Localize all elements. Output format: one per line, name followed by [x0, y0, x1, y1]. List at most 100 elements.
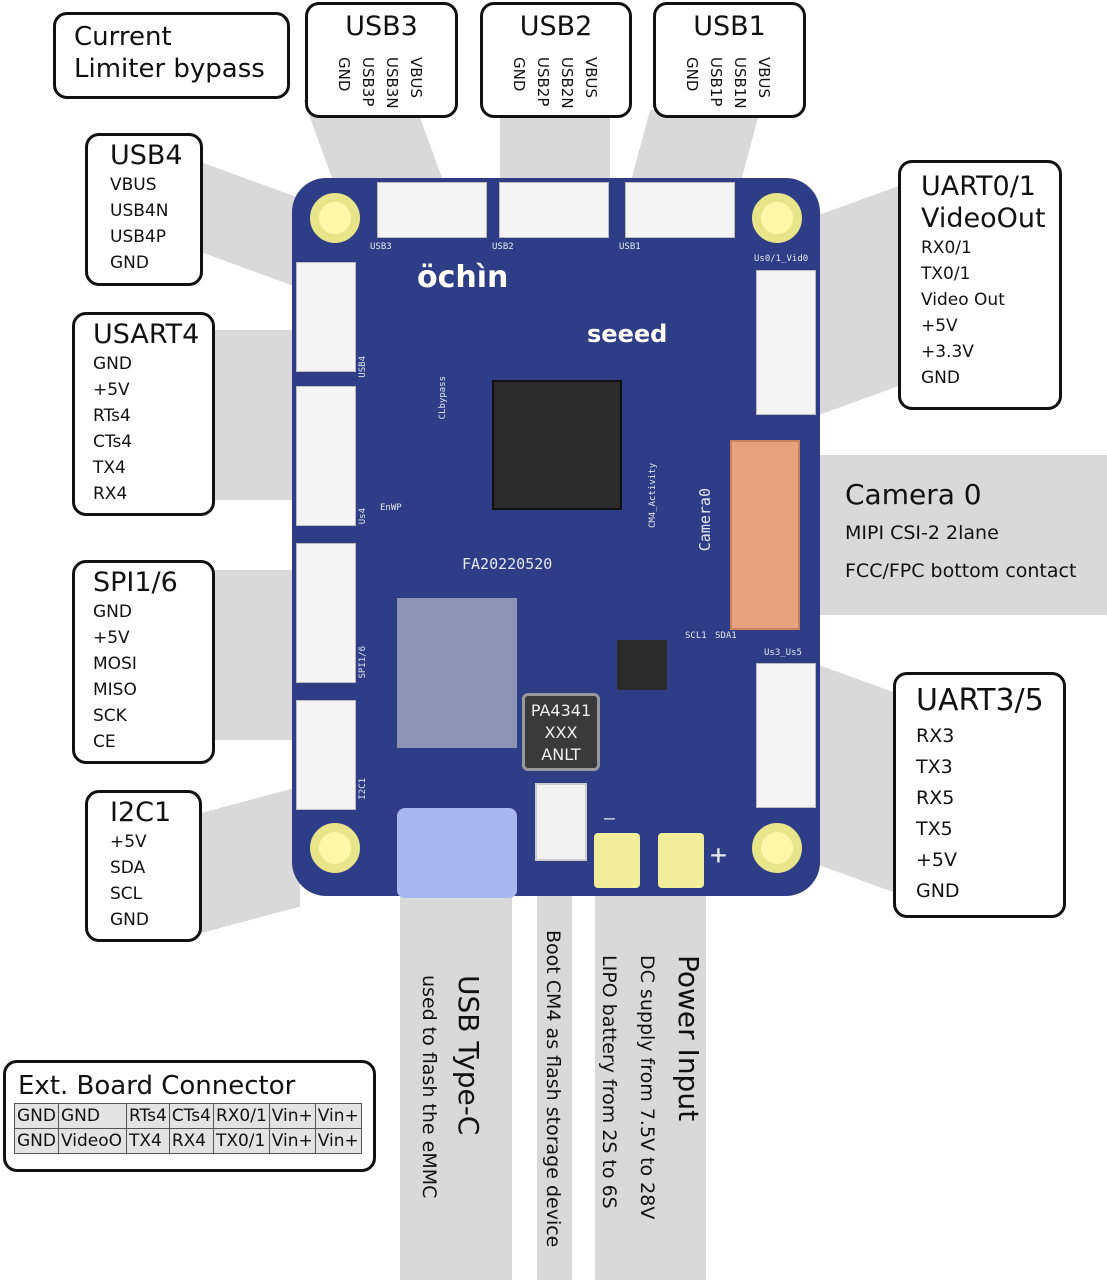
silk-sda1: SDA1: [715, 631, 737, 641]
silk-usb1: USB1: [619, 242, 641, 252]
silk-usb2: USB2: [492, 242, 514, 252]
silk-date: FA20220520: [462, 555, 553, 573]
table-cell: RX0/1: [212, 1103, 270, 1129]
pin: +5V: [110, 832, 147, 852]
usb3-label: USB3 VBUS USB3N USB3P GND: [305, 2, 458, 118]
usb2-label: USB2 VBUS USB2N USB2P GND: [480, 2, 632, 118]
table-cell: TX0/1: [212, 1128, 270, 1154]
pin: GND: [110, 253, 149, 273]
ic: [617, 640, 667, 690]
silk-minus: —: [604, 808, 615, 829]
silk-enwp: EnWP: [380, 503, 402, 513]
boot-desc: Boot CM4 as flash storage device: [542, 930, 564, 1248]
mounting-hole: [310, 823, 360, 873]
spi-connector: [296, 543, 356, 683]
usbc-desc: used to flash the eMMC: [418, 975, 440, 1199]
pin: GND: [510, 57, 528, 92]
i2c1-label: I2C1 +5V SDA SCL GND: [85, 790, 202, 942]
power-line1: DC supply from 7.5V to 28V: [636, 955, 658, 1220]
ext-board-header: [397, 598, 517, 748]
camera-line2: FCC/FPC bottom contact: [845, 560, 1077, 582]
camera-fpc-connector: [730, 440, 800, 630]
table-cell: Vin+: [314, 1128, 362, 1154]
table-cell: Vin+: [268, 1103, 316, 1129]
current-limiter-text: Current Limiter bypass: [74, 22, 265, 84]
chip-text: XXX: [544, 723, 578, 742]
pin: GND: [921, 368, 960, 388]
usb2-connector: [499, 182, 609, 238]
usb3-connector: [377, 182, 487, 238]
usart4-title: USART4: [93, 319, 200, 350]
table-cell: VideoO: [57, 1128, 127, 1154]
power-pad-negative: [594, 833, 640, 888]
table-cell: CTs4: [168, 1103, 214, 1129]
leader-usb1: [629, 110, 761, 185]
uart01-connector: [756, 270, 816, 415]
pin: SDA: [110, 858, 146, 878]
silk-camera: Camera0: [696, 488, 714, 552]
pin: TX4: [93, 458, 126, 478]
inductor-chip: PA4341 XXX ANLT: [522, 693, 600, 771]
table-cell: TX4: [125, 1128, 170, 1154]
pin: RTs4: [93, 406, 131, 426]
leader-uart01: [815, 183, 905, 417]
pin: CE: [93, 732, 116, 752]
uart01-subtitle: VideoOut: [921, 203, 1046, 234]
pin: GND: [110, 910, 149, 930]
leader-boot: [537, 896, 572, 1280]
pin: GND: [335, 57, 353, 92]
uart01-title: UART0/1: [921, 171, 1036, 202]
pin: GND: [93, 354, 132, 374]
pin: USB3P: [359, 57, 377, 107]
silk-plus: +: [710, 838, 727, 871]
usb2-title: USB2: [519, 11, 593, 42]
boot-button[interactable]: [535, 783, 587, 861]
mounting-hole: [310, 193, 360, 243]
pin: USB4P: [110, 227, 166, 247]
silk-us01: Us0/1_Vid0: [754, 254, 809, 264]
leader-i2c: [200, 786, 300, 934]
pin: Video Out: [921, 290, 1005, 310]
leader-power: [595, 896, 706, 1280]
table-cell: Vin+: [314, 1103, 362, 1129]
table-cell: GND: [14, 1128, 59, 1154]
leader-usart4: [212, 330, 302, 500]
chip-text: ANLT: [541, 745, 581, 764]
pin: USB2P: [534, 57, 552, 107]
mounting-hole: [752, 193, 802, 243]
pin: GND: [93, 602, 132, 622]
ext-board-connector-label: Ext. Board Connector GND GND RTs4 CTs4 R…: [3, 1060, 376, 1172]
pin: USB3N: [383, 57, 401, 109]
pin: MOSI: [93, 654, 137, 674]
main-chip: [492, 380, 622, 510]
pin: USB1N: [731, 57, 749, 109]
silk-usb4: USB4: [358, 356, 368, 378]
pin: TX5: [916, 818, 953, 840]
ext-pin-table: GND GND RTs4 CTs4 RX0/1 Vin+ Vin+ GND Vi…: [14, 1103, 362, 1154]
spi-label: SPI1/6 GND +5V MOSI MISO SCK CE: [72, 560, 215, 764]
pin: GND: [683, 57, 701, 92]
pin: VBUS: [582, 57, 600, 99]
pin: USB2N: [558, 57, 576, 109]
power-line2: LIPO battery from 2S to 6S: [598, 955, 620, 1209]
leader-usbc: [400, 896, 512, 1280]
silk-i2c: I2C1: [358, 778, 368, 800]
camera-label: Camera 0 MIPI CSI-2 2lane FCC/FPC bottom…: [845, 476, 1076, 590]
uart35-title: UART3/5: [916, 683, 1044, 718]
camera-line1: MIPI CSI-2 2lane: [845, 522, 999, 544]
usb4-connector: [296, 262, 356, 372]
pin: USB4N: [110, 201, 169, 221]
power-pad-positive: [658, 833, 704, 888]
camera-title: Camera 0: [845, 478, 982, 511]
spi-title: SPI1/6: [93, 567, 178, 598]
chip-text: PA4341: [530, 701, 592, 720]
usbc-title: USB Type-C: [452, 975, 485, 1136]
pin: SCL: [110, 884, 143, 904]
pin: +5V: [921, 316, 958, 336]
pin: VBUS: [755, 57, 773, 99]
table-cell: GND: [14, 1103, 59, 1129]
pin: +5V: [916, 849, 958, 871]
usb1-label: USB1 VBUS USB1N USB1P GND: [653, 2, 806, 118]
pin: +5V: [93, 380, 130, 400]
pin: VBUS: [407, 57, 425, 99]
